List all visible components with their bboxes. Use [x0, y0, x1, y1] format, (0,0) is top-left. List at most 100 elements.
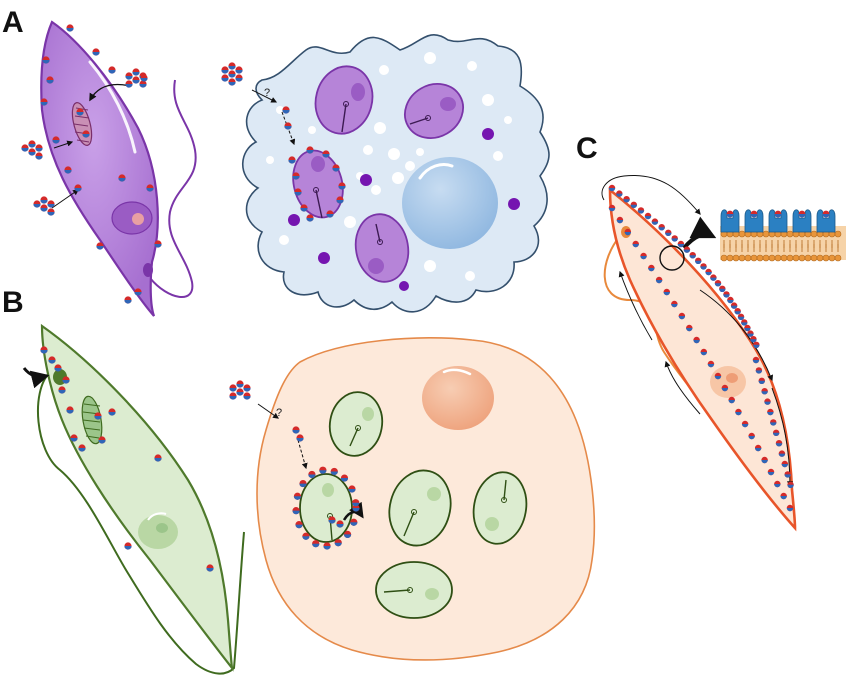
particle — [236, 388, 244, 396]
particle — [66, 24, 74, 32]
particle — [767, 408, 774, 416]
particle — [671, 235, 678, 242]
particle — [292, 426, 300, 434]
particle — [741, 420, 749, 428]
particle — [624, 228, 632, 236]
particle — [648, 264, 655, 272]
particle — [108, 408, 116, 416]
panel-letter-b: B — [2, 286, 24, 319]
particle — [665, 229, 672, 236]
panel-c — [601, 174, 846, 532]
particle — [750, 210, 758, 218]
particle — [66, 406, 74, 414]
panel-b-promastigote — [40, 323, 234, 672]
particle — [774, 480, 781, 488]
particle — [707, 360, 715, 368]
particle — [288, 156, 296, 164]
particle — [728, 396, 735, 404]
particle — [616, 190, 623, 197]
particle — [608, 204, 616, 212]
panel-a-nucleus — [111, 201, 153, 235]
particle — [221, 66, 229, 74]
lipid-head — [756, 254, 764, 262]
particle — [753, 341, 760, 348]
particle — [235, 66, 243, 74]
lipid-head — [822, 254, 830, 262]
particle — [770, 419, 777, 426]
particle — [651, 218, 659, 225]
particle — [348, 485, 356, 493]
particle — [243, 392, 251, 400]
particle — [781, 460, 788, 468]
panel-b: ? — [22, 323, 596, 675]
surface-particles — [21, 24, 830, 572]
particle — [332, 164, 340, 172]
particle — [132, 68, 140, 76]
particle — [98, 436, 106, 444]
panel-a: ? — [40, 20, 550, 317]
particle — [686, 324, 693, 332]
panel-c-nucleus — [710, 366, 746, 398]
panel-letter-c: C — [576, 132, 598, 165]
particle — [58, 386, 66, 394]
particle — [236, 380, 244, 388]
particle — [755, 367, 763, 374]
particle — [40, 346, 48, 354]
lipid-head — [834, 230, 842, 238]
particle — [637, 207, 645, 214]
lipid-head — [750, 254, 758, 262]
particle — [40, 204, 48, 212]
panel-b-flagellum — [37, 371, 245, 675]
lipid-head — [828, 254, 836, 262]
lipid-head — [798, 254, 806, 262]
particle — [721, 384, 729, 392]
particle — [693, 336, 700, 344]
particle — [710, 274, 717, 281]
particle — [671, 300, 678, 308]
particle — [352, 504, 360, 512]
lipid-head — [726, 254, 734, 262]
particle — [767, 468, 775, 476]
lipid-head — [762, 254, 770, 262]
particle — [206, 564, 214, 572]
particle — [228, 78, 236, 86]
particle — [293, 492, 302, 500]
particle — [778, 450, 786, 457]
particle — [822, 210, 830, 218]
particle — [295, 521, 303, 529]
particle — [221, 74, 229, 82]
particle — [632, 240, 639, 248]
particle — [700, 348, 708, 356]
lipid-head — [720, 254, 728, 262]
particle — [28, 140, 36, 148]
particle — [46, 76, 54, 84]
panel-a-amastigotes — [292, 65, 464, 283]
particle — [726, 210, 734, 218]
particle — [343, 530, 352, 538]
particle — [780, 492, 787, 500]
particle — [319, 466, 327, 474]
particle — [747, 330, 754, 337]
particle — [124, 296, 132, 304]
lipid-head — [786, 254, 794, 262]
particle — [82, 130, 90, 138]
particle — [775, 440, 783, 447]
particle — [761, 388, 768, 395]
particle — [714, 280, 722, 287]
particle — [134, 288, 142, 296]
particle — [154, 454, 162, 462]
particle — [741, 319, 748, 326]
particle — [35, 152, 43, 160]
panel-a-vesicles — [266, 52, 512, 281]
particle — [146, 184, 154, 192]
particle — [292, 507, 300, 515]
particle — [322, 150, 330, 158]
lipid-head — [780, 254, 788, 262]
particle — [296, 434, 304, 442]
particle — [336, 520, 344, 528]
particle — [336, 196, 344, 204]
particle — [330, 467, 338, 476]
particle — [608, 184, 616, 192]
particle — [70, 434, 78, 442]
particle — [754, 444, 762, 452]
